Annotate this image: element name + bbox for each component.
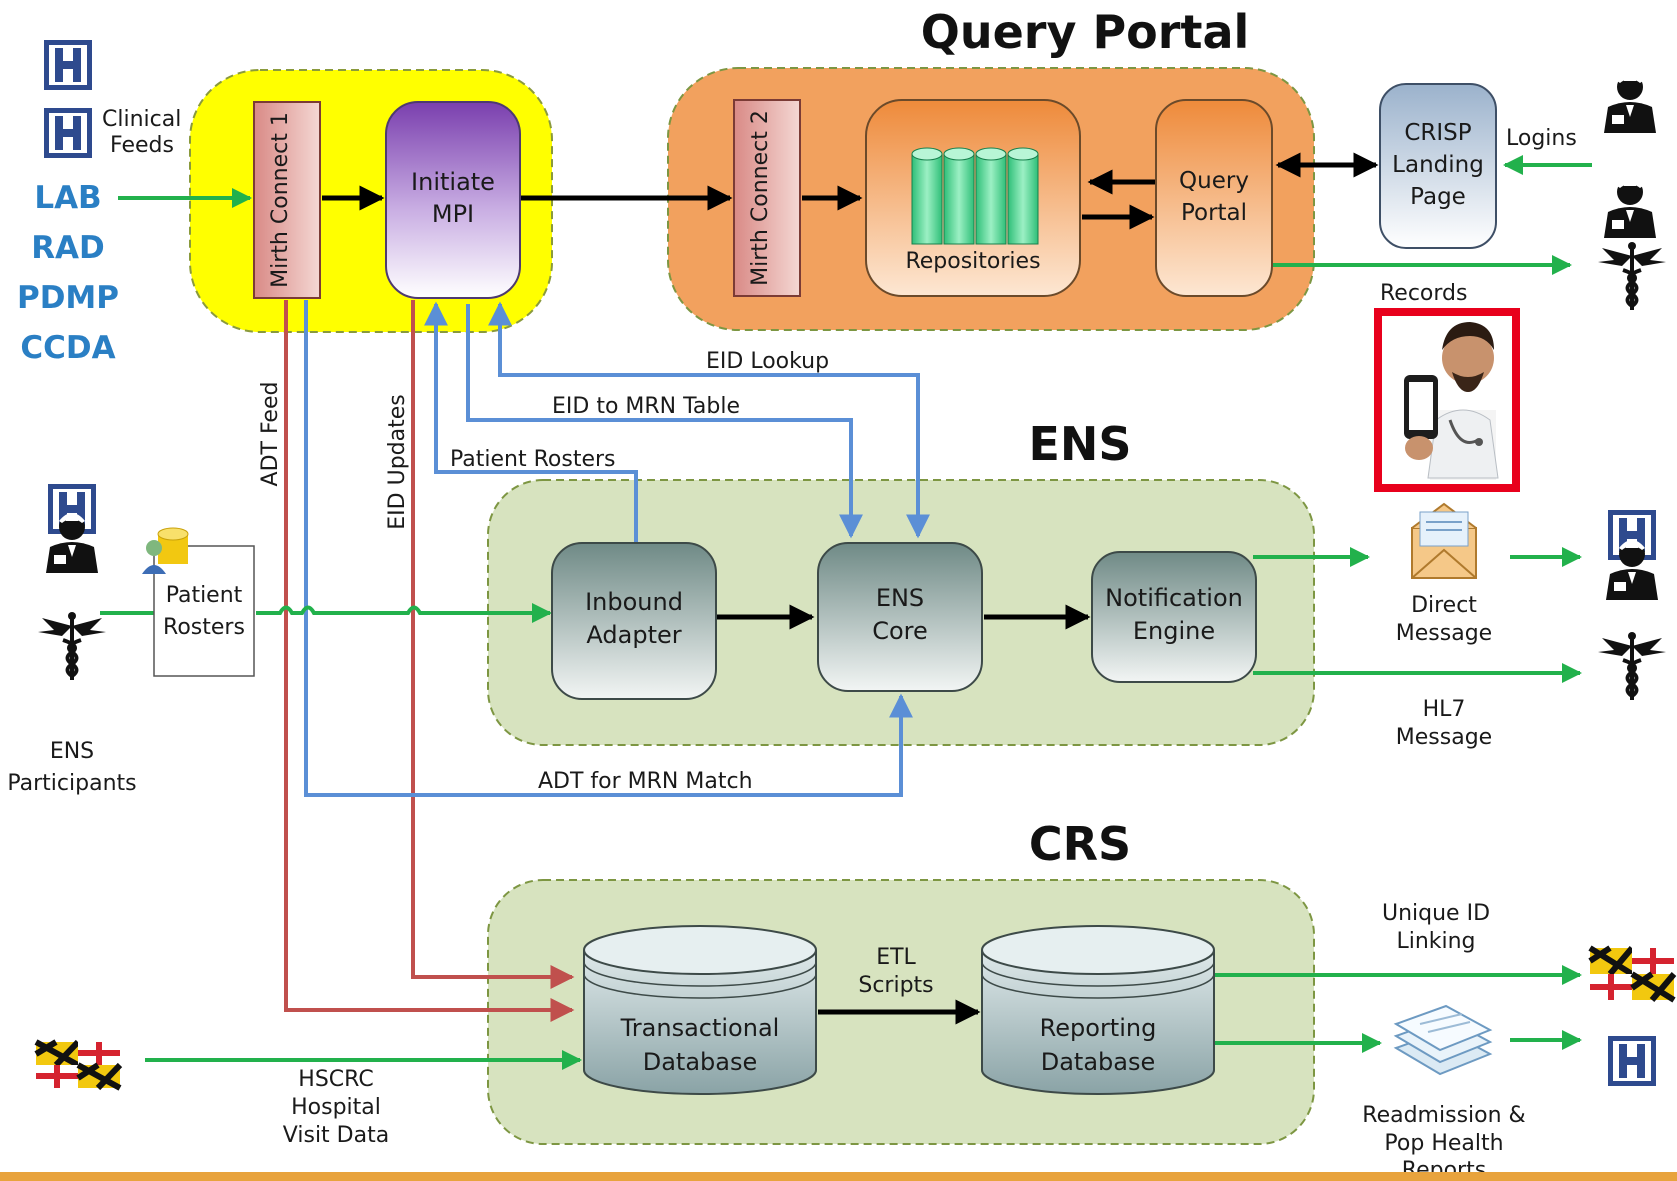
green-flows — [100, 155, 1592, 1070]
adt-feed-flow — [284, 300, 575, 1022]
crs-title: CRS — [1029, 817, 1131, 871]
svg-text:Repositories: Repositories — [905, 249, 1040, 274]
svg-text:Mirth Connect 2: Mirth Connect 2 — [748, 110, 773, 286]
eid-to-mrn-label: EID to MRN Table — [552, 394, 740, 419]
query-portal-title: Query Portal — [921, 5, 1250, 59]
caduceus-icon — [38, 612, 106, 680]
envelope-icon — [1411, 502, 1477, 579]
doctor-icon — [1606, 540, 1658, 600]
ens-title: ENS — [1028, 417, 1131, 471]
doctor-icon — [1604, 178, 1656, 238]
patient-rosters-flow-label: Patient Rosters — [450, 447, 615, 472]
repository-cylinders — [911, 147, 1039, 245]
eid-updates-flow — [411, 300, 575, 989]
feed-type-lab: LAB — [34, 180, 101, 216]
feed-type-rad: RAD — [31, 230, 105, 266]
eid-to-mrn-flow — [466, 304, 863, 539]
eid-lookup-flow — [488, 301, 930, 539]
hospital-icon-1 — [44, 40, 92, 90]
caduceus-icon — [1598, 632, 1666, 700]
records-label: Records — [1380, 281, 1467, 306]
doctor-icon — [1604, 73, 1656, 133]
adt-mrn-match-label: ADT for MRN Match — [538, 769, 753, 794]
maryland-flag-icon-right — [1588, 945, 1677, 1003]
mirth-connect-1-node[interactable]: Mirth Connect 1 — [253, 101, 321, 299]
feed-type-list: LAB RAD PDMP CCDA — [17, 180, 119, 366]
hospital-icon-right-2 — [1608, 1036, 1656, 1086]
logins-label: Logins — [1506, 126, 1577, 151]
patient-rosters-flow — [424, 301, 638, 543]
doctor-with-phone-photo — [1374, 308, 1520, 492]
black-flows — [322, 152, 1379, 1025]
doctor-icon — [46, 513, 98, 573]
hospital-icon-2 — [44, 108, 92, 158]
caduceus-icon — [1598, 242, 1666, 310]
mirth-connect-2-node[interactable]: Mirth Connect 2 — [733, 99, 801, 297]
adt-mrn-match-flow — [304, 300, 913, 797]
svg-text:Mirth Connect 1: Mirth Connect 1 — [268, 112, 293, 288]
blue-flows — [304, 300, 930, 797]
stacked-papers-icon — [1393, 1004, 1493, 1076]
adt-feed-label: ADT Feed — [258, 382, 283, 487]
repositories-node[interactable]: Repositories — [865, 99, 1081, 297]
feed-type-pdmp: PDMP — [17, 280, 119, 316]
maryland-flag-icon-left — [34, 1039, 123, 1091]
feed-type-ccda: CCDA — [20, 330, 115, 366]
eid-updates-label: EID Updates — [385, 394, 410, 529]
eid-lookup-label: EID Lookup — [706, 349, 829, 374]
footer-bar — [0, 1172, 1677, 1181]
roster-database-icon — [142, 527, 189, 574]
